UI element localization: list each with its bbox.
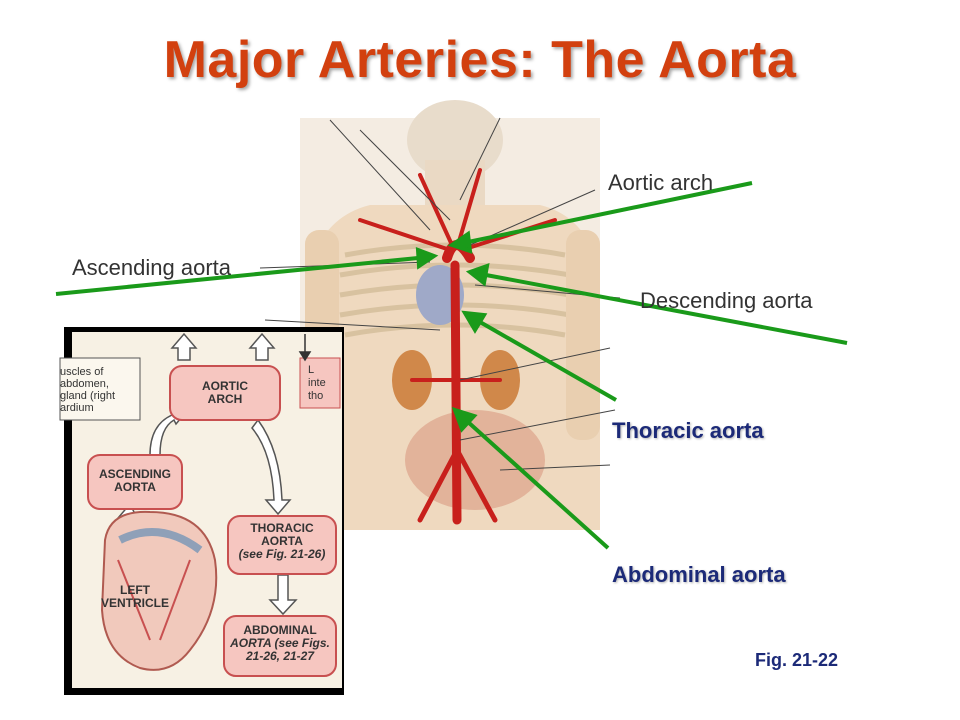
right-note: L inte tho: [308, 364, 326, 402]
ascending-aorta-label: Ascending aorta: [72, 255, 231, 280]
left-ventricle-label: LEFT VENTRICLE: [100, 583, 169, 610]
aortic-arch-box: AORTIC ARCH: [202, 379, 248, 406]
slide-title: Major Arteries: The Aorta: [163, 31, 797, 89]
muscles-note: uscles of abdomen, gland (right ardium: [60, 366, 116, 414]
figure-reference: Fig. 21-22: [755, 650, 839, 670]
thoracic-aorta-caption: Thoracic aorta: [612, 418, 764, 443]
thoracic-aorta-box: THORACIC AORTA (see Fig. 21-26): [238, 521, 326, 561]
anatomy-illustration: [259, 100, 621, 530]
ascending-aorta-box: ASCENDING AORTA: [98, 467, 171, 494]
abdominal-aorta-caption: Abdominal aorta: [612, 562, 786, 587]
descending-aorta-label: Descending aorta: [640, 288, 813, 313]
pointer-arrows: [55, 181, 848, 550]
aortic-arch-label: Aortic arch: [608, 170, 714, 195]
flowchart-inset: [59, 327, 344, 695]
abdominal-aorta-box: ABDOMINAL AORTA (see Figs. 21-26, 21-27: [230, 623, 330, 663]
